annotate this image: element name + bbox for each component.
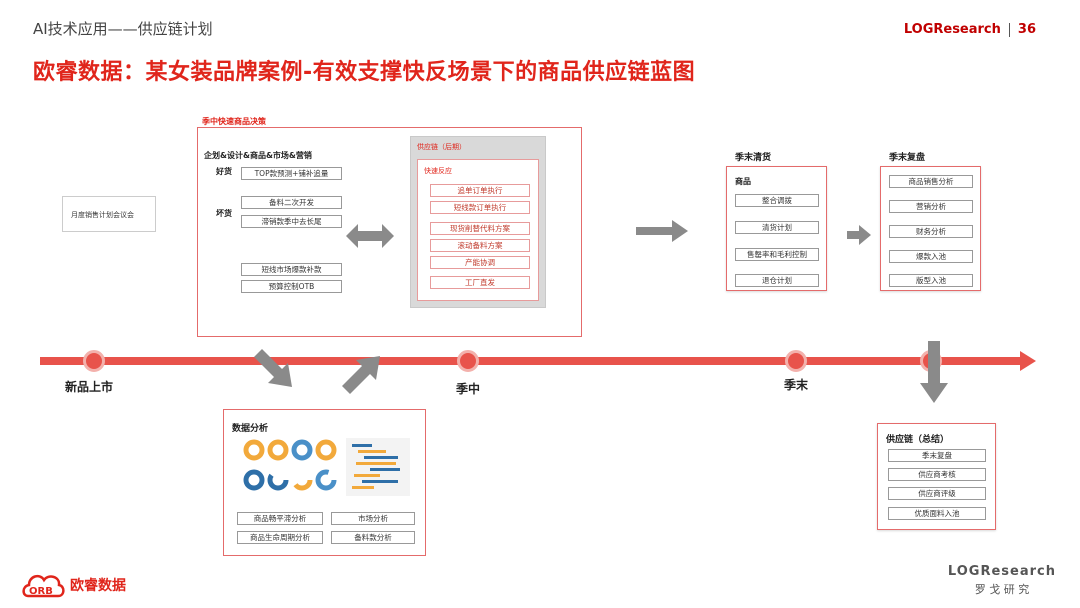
season-end-review-title: 季末复盘	[889, 153, 926, 163]
monthly-meeting-box: 月度销售计划会议会	[62, 196, 156, 232]
season-end-clear-title: 季末清货	[735, 153, 772, 163]
bad-item: 滞销款季中去长尾	[241, 215, 342, 228]
quick-item: 工厂直发	[430, 276, 530, 289]
analysis-item: 市场分析	[331, 512, 415, 525]
quick-item: 现货削替代料方案	[430, 222, 530, 235]
review-item: 商品销售分析	[889, 175, 973, 188]
right-arrow-icon	[847, 225, 871, 245]
summary-item: 供应商评级	[888, 487, 986, 500]
review-item: 爆款入池	[889, 250, 973, 263]
summary-item: 优质面料入池	[888, 507, 986, 520]
double-arrow-icon	[346, 224, 394, 248]
timeline-node-mid	[457, 350, 479, 372]
review-item: 财务分析	[889, 225, 973, 238]
down-right-arrow-icon	[254, 349, 292, 387]
logresearch-logo-sub: 罗 戈 研 究	[974, 583, 1030, 596]
other-item: 短线市场爆款补款	[241, 263, 342, 276]
season-end-clear-box: 季末清货 商品 整合调拨 清货计划 售罄率和毛利控制 退仓计划	[726, 153, 827, 291]
summary-item: 季末复盘	[888, 449, 986, 462]
logresearch-logo-text: LOGResearch	[947, 564, 1056, 579]
quick-item: 短线款订单执行	[430, 201, 530, 214]
supply-summary-box: 供应链（总结） 季末复盘 供应商考核 供应商评级 优质面料入池	[877, 423, 996, 530]
page-title: 欧睿数据：某女装品牌案例-有效支撑快反场景下的商品供应链蓝图	[33, 60, 696, 85]
brand-header: LOGResearch 36	[904, 22, 1036, 37]
in-season-box: 季中快速商品决策 企划&设计&商品&市场&营销 好货 TOP款预测+铺补追量 坏…	[197, 117, 582, 337]
section-header: AI技术应用——供应链计划	[33, 20, 213, 38]
donut-charts-icon	[243, 439, 337, 491]
review-item: 营销分析	[889, 200, 973, 213]
page-number: 36	[1017, 22, 1036, 37]
timeline-arrowhead-icon	[1020, 351, 1036, 371]
analysis-item: 商品畅平滞分析	[237, 512, 323, 525]
in-season-title: 季中快速商品决策	[202, 117, 266, 126]
quick-item: 追单订单执行	[430, 184, 530, 197]
good-goods-label: 好货	[216, 167, 232, 176]
review-item: 版型入池	[889, 274, 973, 287]
bad-item: 备料二次开发	[241, 196, 342, 209]
good-item: TOP款预测+铺补追量	[241, 167, 342, 180]
logresearch-logo: LOGResearch 罗 戈 研 究	[948, 564, 1056, 597]
quick-response-panel: 快速反应 追单订单执行 短线款订单执行 现货削替代料方案 滚动备料方案 产能协调…	[417, 159, 539, 301]
brand-name: LOGResearch	[903, 22, 1001, 37]
supply-panel-title: 供应链（后期）	[417, 143, 466, 151]
ouruidata-logo-text: 欧睿数据	[70, 578, 126, 594]
timeline-bar	[40, 357, 1025, 365]
svg-text:ORB: ORB	[29, 586, 53, 597]
analysis-item: 备料款分析	[331, 531, 415, 544]
clear-item: 清货计划	[735, 221, 819, 234]
timeline-label-mid: 季中	[456, 382, 481, 396]
quick-response-title: 快速反应	[424, 167, 452, 175]
clear-item: 退仓计划	[735, 274, 819, 287]
down-arrow-icon	[920, 341, 948, 403]
header-divider	[1008, 22, 1010, 37]
clear-item: 整合调拨	[735, 194, 819, 207]
season-end-review-box: 季末复盘 商品销售分析 营销分析 财务分析 爆款入池 版型入池	[880, 153, 981, 291]
supply-panel: 供应链（后期） 快速反应 追单订单执行 短线款订单执行 现货削替代料方案 滚动备…	[410, 136, 546, 308]
data-analysis-box: 数据分析 商品畅平滞分析 市场分析 商	[223, 409, 426, 556]
data-analysis-title: 数据分析	[232, 424, 269, 434]
timeline-node-launch	[83, 350, 105, 372]
quick-item: 滚动备料方案	[430, 239, 530, 252]
timeline-node-end	[785, 350, 807, 372]
summary-item: 供应商考核	[888, 468, 986, 481]
quick-item: 产能协调	[430, 256, 530, 269]
right-arrow-icon	[636, 220, 688, 242]
clear-item: 售罄率和毛利控制	[735, 248, 819, 261]
in-season-subtitle: 企划&设计&商品&市场&营销	[204, 151, 312, 160]
season-end-clear-sub: 商品	[735, 177, 751, 186]
bad-goods-label: 坏货	[216, 209, 232, 218]
timeline-label-launch: 新品上市	[65, 380, 114, 394]
timeline-label-end: 季末	[784, 378, 809, 392]
analysis-item: 商品生命周期分析	[237, 531, 323, 544]
monthly-meeting-label: 月度销售计划会议会	[71, 211, 134, 219]
up-right-arrow-icon	[342, 356, 380, 394]
other-item: 预算控制OTB	[241, 280, 342, 293]
bar-chart-icon	[346, 438, 410, 496]
cloud-logo-icon: ORB	[22, 574, 65, 598]
ouruidata-logo: ORB 欧睿数据	[20, 570, 126, 600]
supply-summary-title: 供应链（总结）	[886, 435, 950, 445]
